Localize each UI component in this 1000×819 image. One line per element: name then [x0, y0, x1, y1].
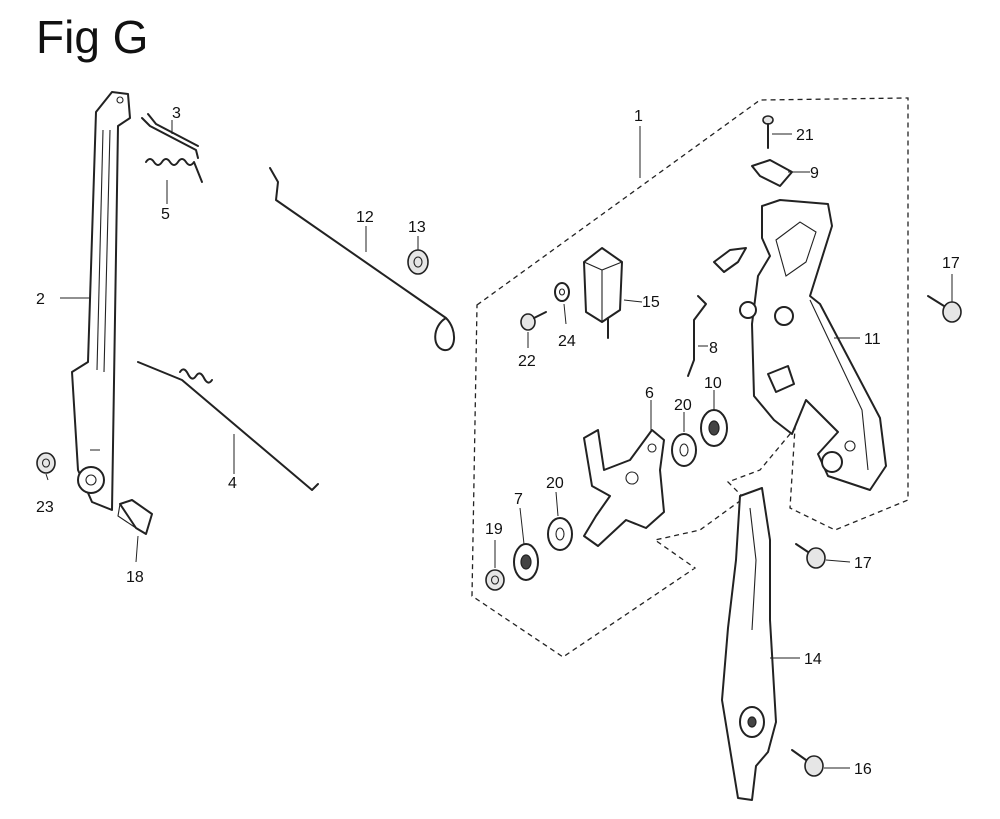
part-11-bracket: [713, 199, 887, 491]
part-19-nut: [485, 569, 505, 591]
part-14-lower-lever: [721, 487, 777, 801]
part-17-bolt-right: [927, 295, 962, 323]
part-21-screw: [762, 115, 774, 149]
part-8-spring-clip: [687, 295, 707, 377]
callout-13: 13: [408, 219, 426, 236]
callout-16: 16: [854, 761, 872, 778]
callout-2: 2: [36, 291, 45, 308]
part-12-wire-rod: [269, 167, 455, 352]
callout-8: 8: [709, 340, 718, 357]
callout-17-middle: 17: [854, 555, 872, 572]
callout-4: 4: [228, 475, 237, 492]
part-3-link: [141, 113, 199, 159]
assembly-outline: [471, 97, 909, 658]
part-18-bolt: [117, 499, 153, 535]
callout-12: 12: [356, 209, 374, 226]
figure-title: Fig G: [36, 11, 149, 63]
callout-9: 9: [810, 165, 819, 182]
part-7-collar: [513, 543, 539, 581]
part-5-spring: [145, 158, 203, 183]
callout-7: 7: [514, 491, 523, 508]
callout-23: 23: [36, 499, 54, 516]
part-2-long-lever: [71, 91, 131, 511]
callout-10: 10: [704, 375, 722, 392]
part-17-bolt-middle: [795, 543, 826, 569]
part-20-washer-upper: [671, 433, 697, 467]
callout-3: 3: [172, 105, 181, 122]
callout-15: 15: [642, 294, 660, 311]
part-9-clip: [751, 159, 793, 187]
callout-24: 24: [558, 333, 576, 350]
callout-5: 5: [161, 206, 170, 223]
part-16-bolt: [791, 749, 824, 777]
part-23-nut: [36, 452, 56, 474]
part-4-rod: [137, 361, 319, 491]
part-24-washer: [554, 282, 570, 302]
callout-22: 22: [518, 353, 536, 370]
callout-11: 11: [864, 331, 881, 348]
callout-14: 14: [804, 651, 822, 668]
part-15-switch: [583, 247, 623, 339]
callout-20-lower: 20: [546, 475, 564, 492]
part-6-throttle-lever: [583, 429, 665, 547]
part-13-nut: [407, 249, 429, 275]
leader-lines: [45, 120, 953, 769]
part-22-screw: [520, 311, 547, 331]
callout-1: 1: [634, 108, 643, 125]
callout-21: 21: [796, 127, 814, 144]
part-20-washer-lower: [547, 517, 573, 551]
callout-20-upper: 20: [674, 397, 692, 414]
callout-labels: 1 2 3 4 5 6 7 8 9 10 11 12 13 14 15 16 1…: [36, 105, 960, 778]
callout-6: 6: [645, 385, 654, 402]
callout-17-right: 17: [942, 255, 960, 272]
callout-19: 19: [485, 521, 503, 538]
part-10-collar: [700, 409, 728, 447]
callout-18: 18: [126, 569, 144, 586]
